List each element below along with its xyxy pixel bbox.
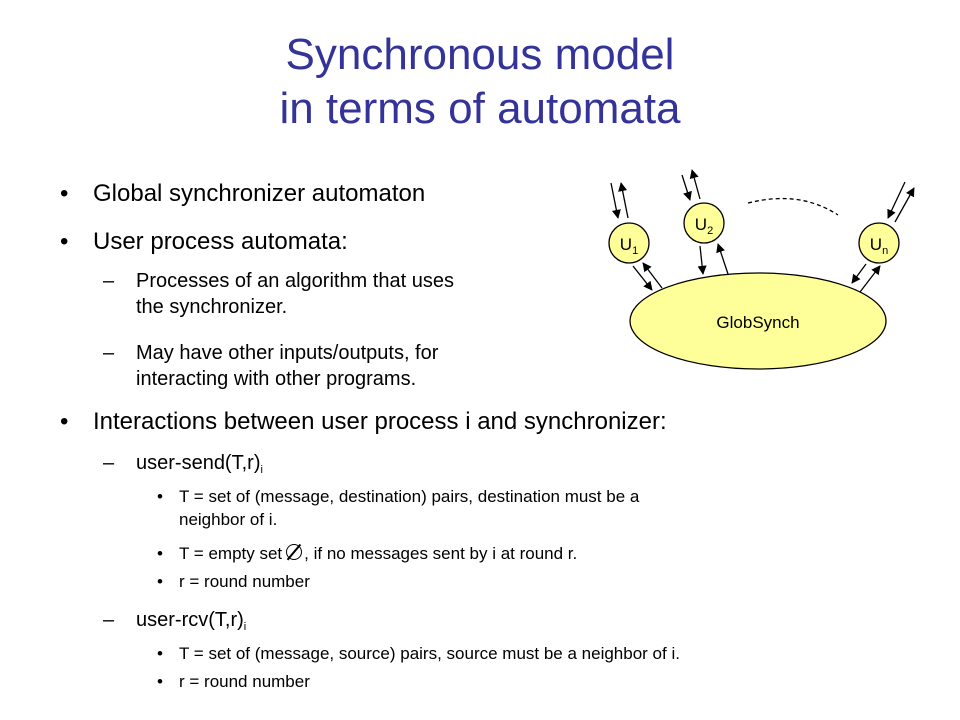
sub-bullet-processes-line1: Processes of an algorithm that uses (136, 270, 454, 292)
bullet-marker: • (157, 672, 163, 691)
user-rcv-label: user-rcv(T,r)i (136, 609, 247, 633)
send-point-3: r = round number (179, 572, 310, 591)
globsynch-ellipse (629, 272, 887, 370)
bullet-marker: • (60, 180, 69, 207)
bullet-marker: • (157, 572, 163, 591)
slide-title: Synchronous model in terms of automata (0, 28, 960, 136)
sub-bullet-inputs-line1: May have other inputs/outputs, for (136, 342, 439, 364)
send-point-1-line1: T = set of (message, destination) pairs,… (179, 487, 640, 506)
bullet-marker: • (60, 408, 69, 435)
node-un (858, 222, 900, 264)
arrow-globsynch-to-un (859, 265, 881, 293)
rcv-point-2: r = round number (179, 672, 310, 691)
rcv-point-1: T = set of (message, source) pairs, sour… (179, 644, 680, 663)
arrow-u1-out (618, 182, 629, 219)
bullet-marker: • (157, 544, 163, 563)
empty-set-icon (286, 544, 303, 560)
globsynch-label: GlobSynch (716, 313, 799, 332)
arrow-u2-to-globsynch (697, 245, 707, 275)
node-un-label: Un (870, 235, 888, 257)
title-line-1: Synchronous model (285, 30, 675, 79)
bullet-marker: • (60, 228, 69, 255)
arrow-u1-to-globsynch (632, 265, 653, 291)
node-u1 (608, 222, 650, 264)
arrow-un-to-globsynch (851, 263, 867, 284)
arrow-globsynch-to-u1 (642, 262, 663, 289)
node-u2-label: U2 (695, 215, 713, 237)
dash-marker: – (103, 270, 115, 292)
arrow-u1-in (610, 182, 621, 219)
dash-marker: – (103, 452, 115, 474)
arrow-un-in (887, 181, 906, 219)
send-point-1-line2: neighbor of i. (179, 510, 278, 529)
user-send-label: user-send(T,r)i (136, 452, 263, 476)
arrow-globsynch-to-u2 (716, 243, 729, 275)
title-line-2: in terms of automata (279, 84, 681, 133)
dash-marker: – (103, 609, 115, 631)
send-point-2: T = empty set, if no messages sent by i … (179, 544, 578, 563)
bullet-user-process-automata: User process automata: (93, 228, 348, 255)
dash-marker: – (103, 342, 115, 364)
bullet-global-synchronizer: Global synchronizer automaton (93, 180, 426, 207)
bullet-marker: • (157, 644, 163, 663)
bullet-interactions: Interactions between user process i and … (93, 408, 667, 435)
sub-bullet-processes-line2: the synchronizer. (136, 296, 288, 318)
sub-bullet-inputs-line2: interacting with other programs. (136, 368, 417, 390)
node-u2 (683, 202, 725, 244)
arrow-un-out (894, 187, 915, 223)
bullet-marker: • (157, 487, 163, 506)
ellipsis-arc (747, 197, 839, 216)
node-u1-label: U1 (620, 235, 638, 257)
arrow-u2-out (689, 169, 701, 200)
arrow-u2-in (681, 174, 692, 201)
